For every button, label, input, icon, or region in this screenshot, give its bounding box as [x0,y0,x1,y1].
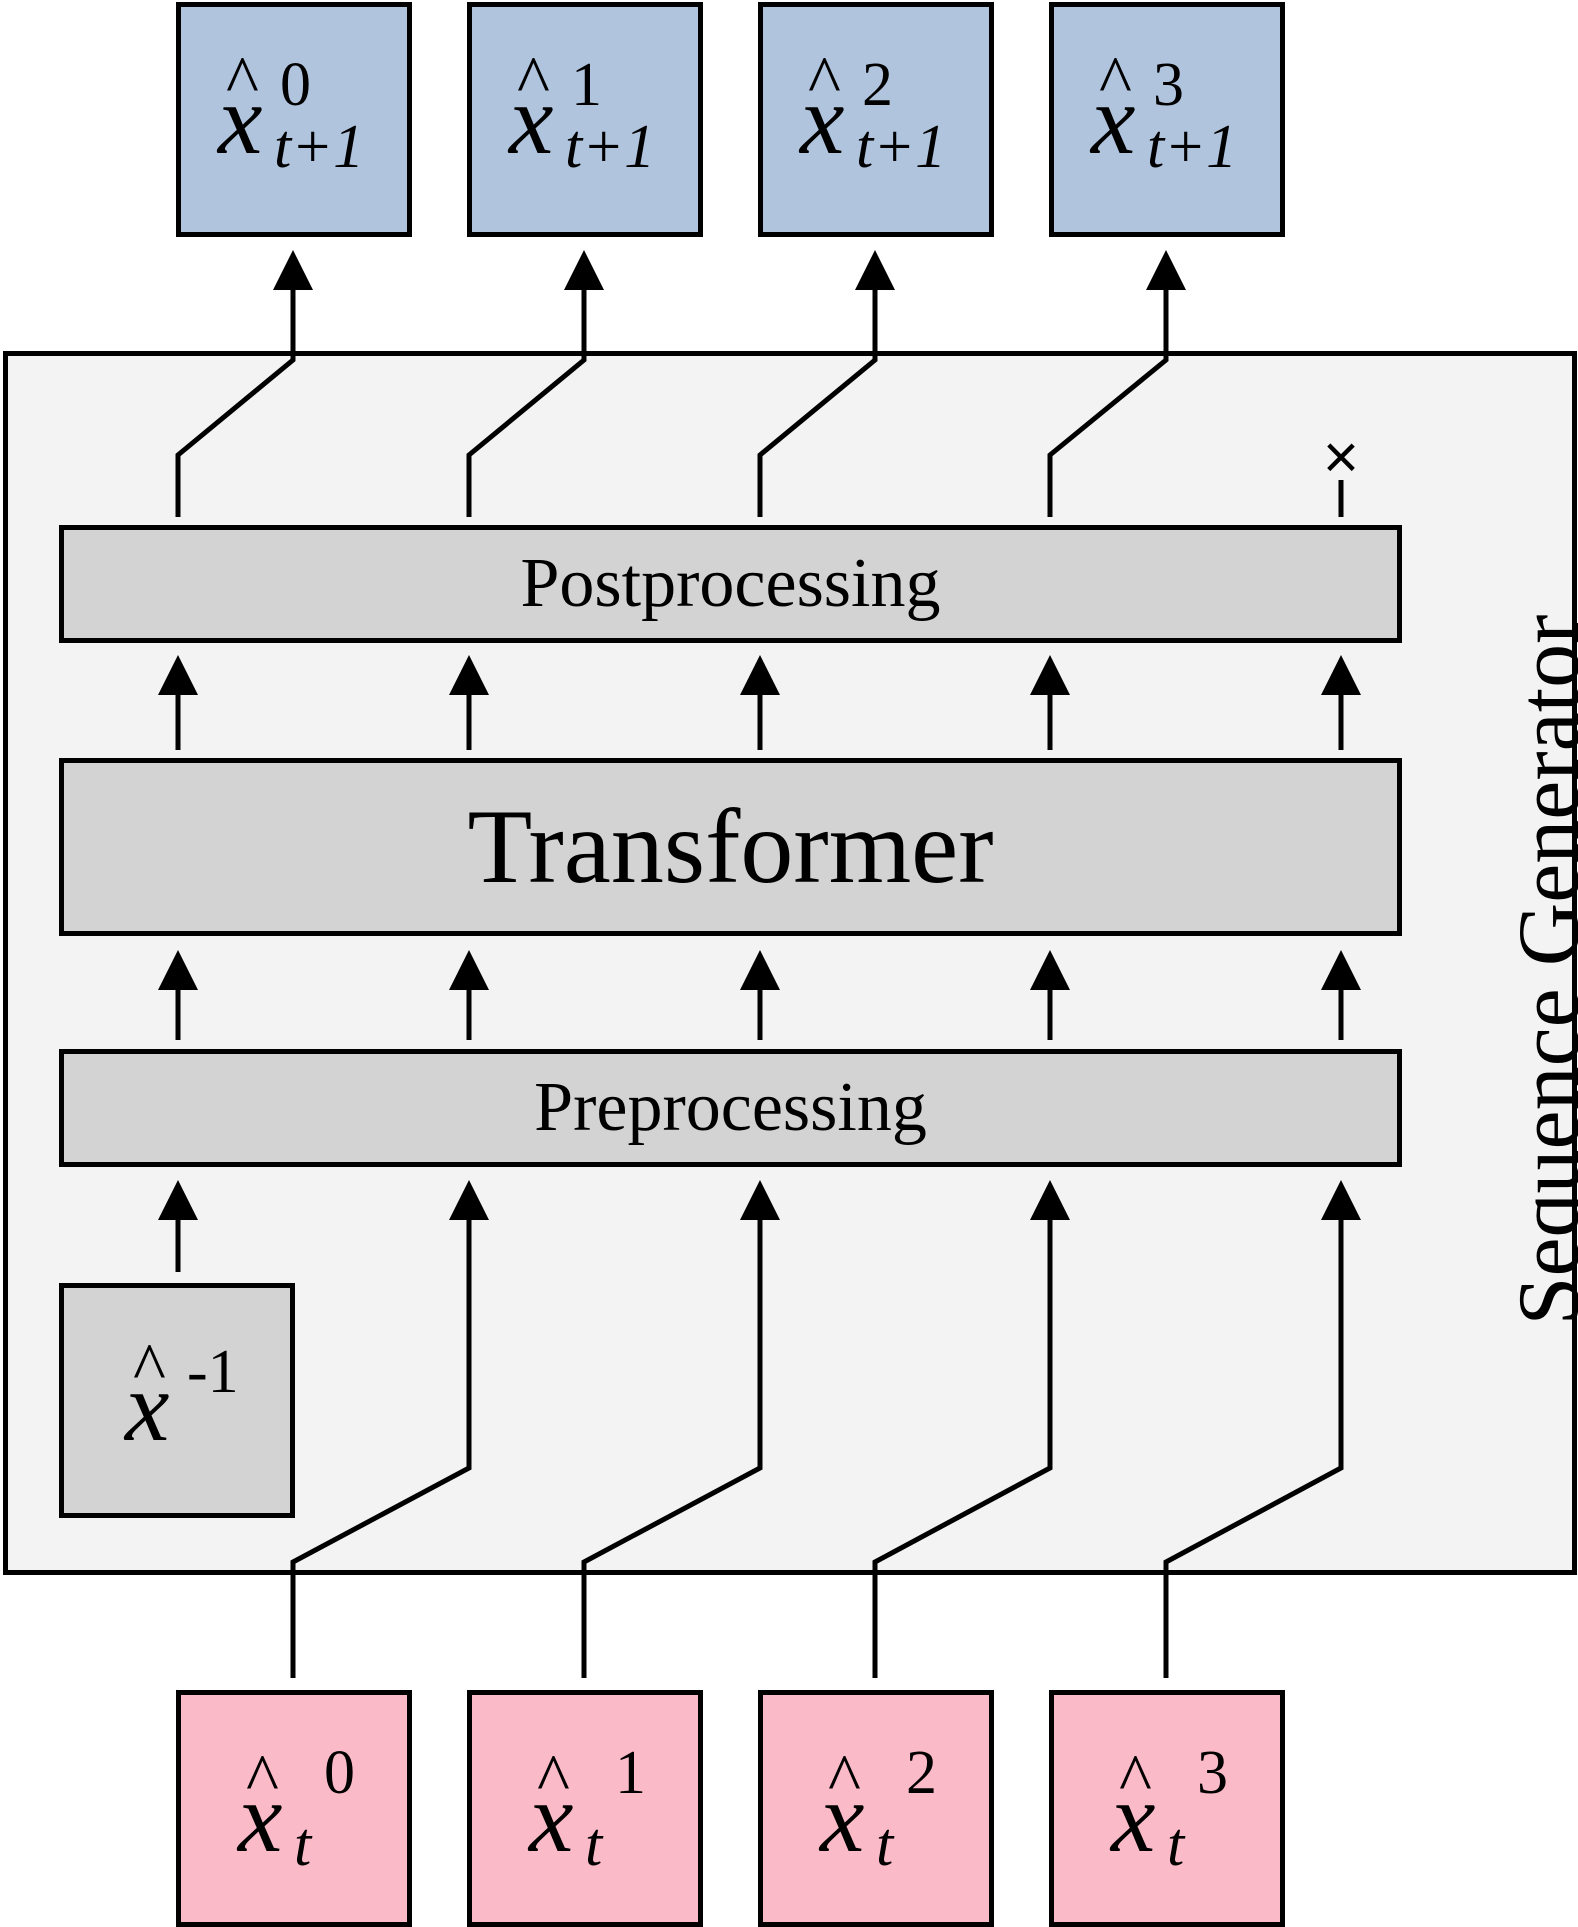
output-hat-3: ^ [1099,43,1132,120]
input-var-3: x [1111,1762,1156,1873]
input-box-0 [176,1690,412,1927]
output-label-3: ^ x 3 t+1 [1049,2,1285,237]
output-box-1 [467,2,703,237]
postprocessing-layer: Postprocessing [59,525,1402,643]
input-var-0: x [238,1762,283,1873]
output-sub-1: t+1 [565,113,656,181]
output-box-3 [1049,2,1285,237]
input-sup-2: 2 [906,1739,937,1807]
output-var-1: x [509,64,554,175]
output-connector-3 [1047,250,1186,517]
input-connector-3 [1163,1180,1361,1678]
output-sup-2: 2 [862,51,893,119]
output-hat-0: ^ [226,43,259,120]
start-token-label: ^ x -1 [59,1283,295,1518]
transformer-label: Transformer [467,788,994,905]
start-token-hat: ^ [133,1330,166,1407]
input-sub-0: t [294,1811,312,1879]
discard-mark: × [1323,423,1359,492]
input-sub-2: t [876,1811,894,1879]
output-label-2: ^ x 2 t+1 [758,2,994,237]
input-box-1 [467,1690,703,1927]
output-sub-0: t+1 [274,113,365,181]
output-hat-1: ^ [517,43,550,120]
start-token-var: x [125,1351,170,1462]
output-label-1: ^ x 1 t+1 [467,2,703,237]
start-token-sup: -1 [187,1338,239,1406]
preprocessing-label: Preprocessing [534,1069,927,1146]
input-label-2: ^ x t 2 [758,1690,994,1927]
input-sup-0: 0 [324,1739,355,1807]
output-box-2 [758,2,994,237]
output-sup-1: 1 [571,51,602,119]
output-connector-1 [466,250,604,517]
output-var-0: x [218,64,263,175]
input-hat-3: ^ [1119,1741,1152,1818]
output-box-0 [176,2,412,237]
output-connector-0 [175,250,313,517]
input-hat-2: ^ [828,1741,861,1818]
output-sup-0: 0 [280,51,311,119]
input-connector-0 [290,1180,489,1678]
output-sup-3: 3 [1153,51,1184,119]
input-sup-3: 3 [1197,1739,1228,1807]
input-label-0: ^ x t 0 [176,1690,412,1927]
input-var-2: x [820,1762,865,1873]
preprocessing-layer: Preprocessing [59,1049,1402,1167]
input-sub-3: t [1167,1811,1185,1879]
input-label-3: ^ x t 3 [1049,1690,1285,1927]
input-label-1: ^ x t 1 [467,1690,703,1927]
input-connector-1 [581,1180,780,1678]
output-var-3: x [1091,64,1136,175]
output-hat-2: ^ [808,43,841,120]
input-connector-2 [872,1180,1070,1678]
start-token-box [59,1283,295,1518]
input-var-1: x [529,1762,574,1873]
output-sub-2: t+1 [856,113,947,181]
input-box-3 [1049,1690,1285,1927]
input-hat-0: ^ [246,1741,279,1818]
input-hat-1: ^ [537,1741,570,1818]
output-sub-3: t+1 [1147,113,1238,181]
transformer-layer: Transformer [59,758,1402,936]
input-sub-1: t [585,1811,603,1879]
postprocessing-label: Postprocessing [520,545,941,622]
output-var-2: x [800,64,845,175]
input-box-2 [758,1690,994,1927]
output-label-0: ^ x 0 t+1 [176,2,412,237]
input-sup-1: 1 [615,1739,646,1807]
output-connector-2 [757,250,895,517]
